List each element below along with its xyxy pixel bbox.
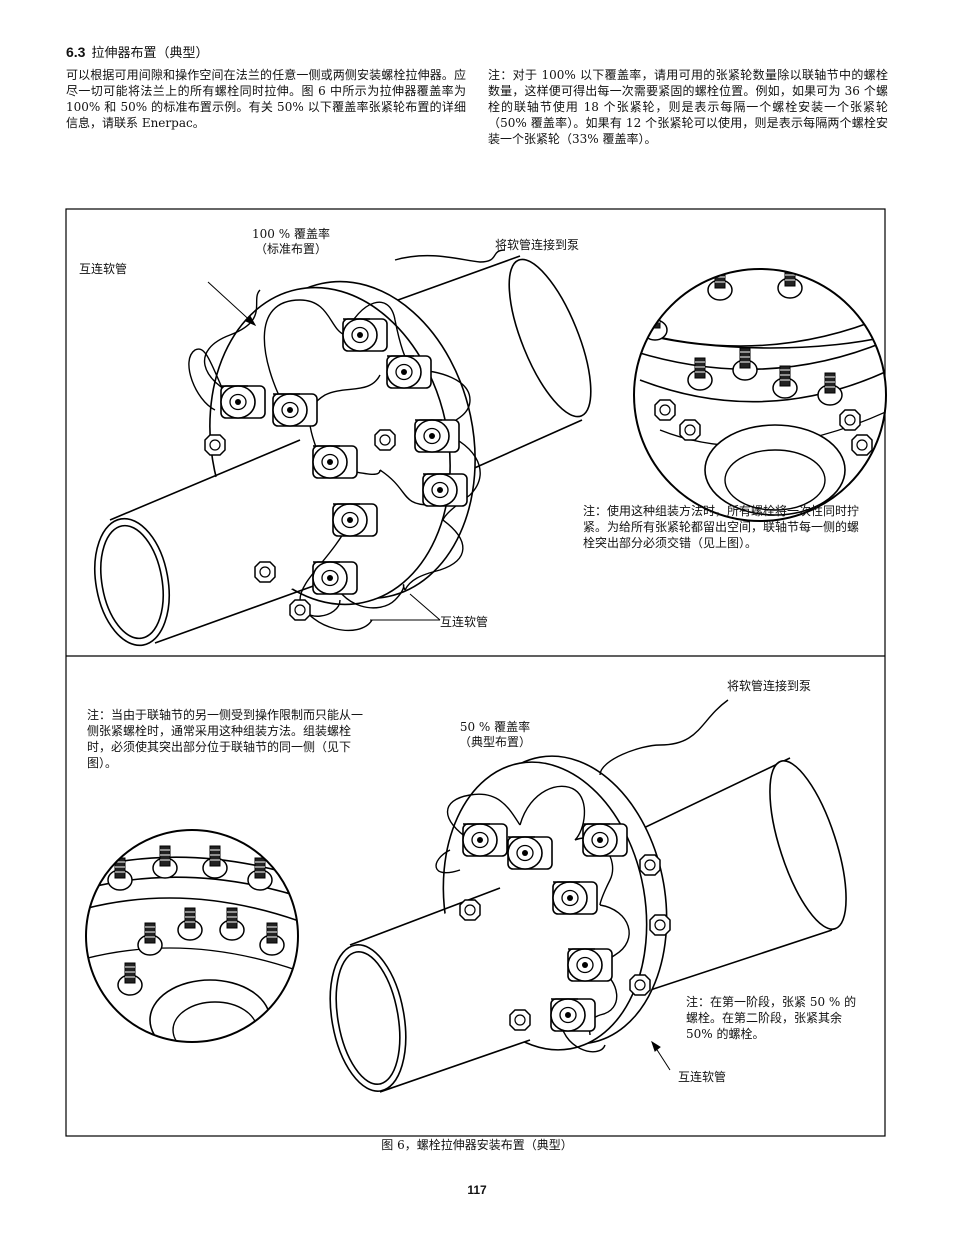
coverage-50-line1: 50 % 覆盖率 bbox=[459, 720, 531, 734]
page-number: 117 bbox=[467, 1183, 487, 1197]
label-interconnect-hose-left: 互连软管 bbox=[79, 262, 128, 276]
coverage-100-line1: 100 % 覆盖率 bbox=[252, 227, 330, 241]
section-heading: 6.3 拉伸器布置（典型） bbox=[66, 42, 208, 61]
label-connect-to-pump-top: 将软管连接到泵 bbox=[495, 238, 580, 252]
note-bottom-right: 注：在第一阶段，张紧 50 % 的螺栓。在第二阶段，张紧其余 50% 的螺栓。 bbox=[686, 995, 857, 1041]
coverage-50-line2: （典型布置） bbox=[458, 735, 531, 749]
note-bottom-left: 注：当由于联轴节的另一侧受到操作限制而只能从一侧张紧螺栓时，通常采用这种组装方法… bbox=[87, 708, 364, 770]
label-interconnect-hose-lower: 互连软管 bbox=[678, 1070, 727, 1084]
intro-paragraph: 可以根据可用间隙和操作空间在法兰的任意一侧或两侧安装螺栓拉伸器。应尽一切可能将法… bbox=[66, 68, 466, 130]
coverage-50-label: 50 % 覆盖率 （典型布置） bbox=[440, 720, 550, 750]
section-title: 拉伸器布置（典型） bbox=[91, 46, 209, 61]
label-interconnect-hose-bottom: 互连软管 bbox=[440, 615, 489, 629]
coverage-100-line2: （标准布置） bbox=[254, 242, 327, 256]
label-connect-to-pump-bottom: 将软管连接到泵 bbox=[727, 679, 812, 693]
coverage-100-label: 100 % 覆盖率 （标准布置） bbox=[236, 227, 346, 257]
figure-caption: 图 6，螺栓拉伸器安装布置（典型） bbox=[381, 1138, 573, 1152]
note-paragraph: 注：对于 100% 以下覆盖率，请用可用的张紧轮数量除以联轴节中的螺栓数量，这样… bbox=[488, 68, 888, 146]
note-top-right: 注：使用这种组装方法时，所有螺栓将一次性同时拧紧。为给所有张紧轮都留出空间，联轴… bbox=[583, 504, 860, 550]
section-number: 6.3 bbox=[66, 44, 86, 60]
